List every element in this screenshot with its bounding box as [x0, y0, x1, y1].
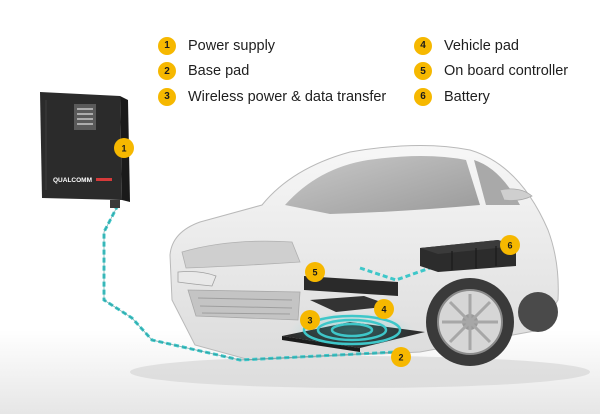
legend-label: Battery — [444, 88, 490, 105]
legend-item-on-board-controller: 5 On board controller — [414, 59, 568, 85]
legend-item-vehicle-pad: 4 Vehicle pad — [414, 33, 568, 59]
legend-item-base-pad: 2 Base pad — [158, 59, 386, 85]
svg-text:6: 6 — [507, 241, 512, 251]
legend-label: Power supply — [188, 37, 276, 54]
on-board-controller — [304, 276, 398, 296]
callout-6: 6 — [500, 235, 520, 255]
legend-item-battery: 6 Battery — [414, 84, 568, 110]
callout-4: 4 — [374, 299, 394, 319]
callout-1: 1 — [114, 138, 134, 158]
legend-label: Base pad — [188, 63, 250, 80]
legend-label: Wireless power & data transfer — [188, 88, 387, 105]
legend-badge: 3 — [158, 87, 176, 106]
callout-5: 5 — [305, 262, 325, 282]
vehicle-pad — [310, 296, 392, 312]
legend-left-column: 1 Power supply 2 Base pad 3 Wireless pow… — [158, 33, 386, 110]
legend-label: Vehicle pad — [444, 37, 519, 54]
car-shadow — [130, 356, 590, 388]
legend-badge: 1 — [158, 36, 176, 55]
power-supply-unit: QUALCOMM — [40, 92, 130, 208]
svg-text:3: 3 — [307, 316, 312, 326]
callout-2: 2 — [391, 347, 411, 367]
car-illustration — [169, 144, 559, 366]
svg-text:4: 4 — [381, 305, 386, 315]
wireless-wave-icon — [290, 312, 414, 348]
legend-right-column: 4 Vehicle pad 5 On board controller 6 Ba… — [414, 33, 568, 110]
svg-text:5: 5 — [312, 268, 317, 278]
legend-badge: 6 — [414, 87, 432, 106]
battery-pack — [420, 240, 516, 272]
svg-text:1: 1 — [121, 144, 126, 154]
brand-logo: QUALCOMM — [53, 177, 92, 184]
callout-3: 3 — [300, 310, 320, 330]
legend-badge: 2 — [158, 62, 176, 81]
legend-badge: 4 — [414, 36, 432, 55]
legend-item-power-supply: 1 Power supply — [158, 33, 386, 59]
legend-item-wireless-transfer: 3 Wireless power & data transfer — [158, 84, 386, 110]
legend-badge: 5 — [414, 62, 432, 81]
legend-label: On board controller — [444, 63, 569, 80]
svg-text:2: 2 — [398, 353, 403, 363]
